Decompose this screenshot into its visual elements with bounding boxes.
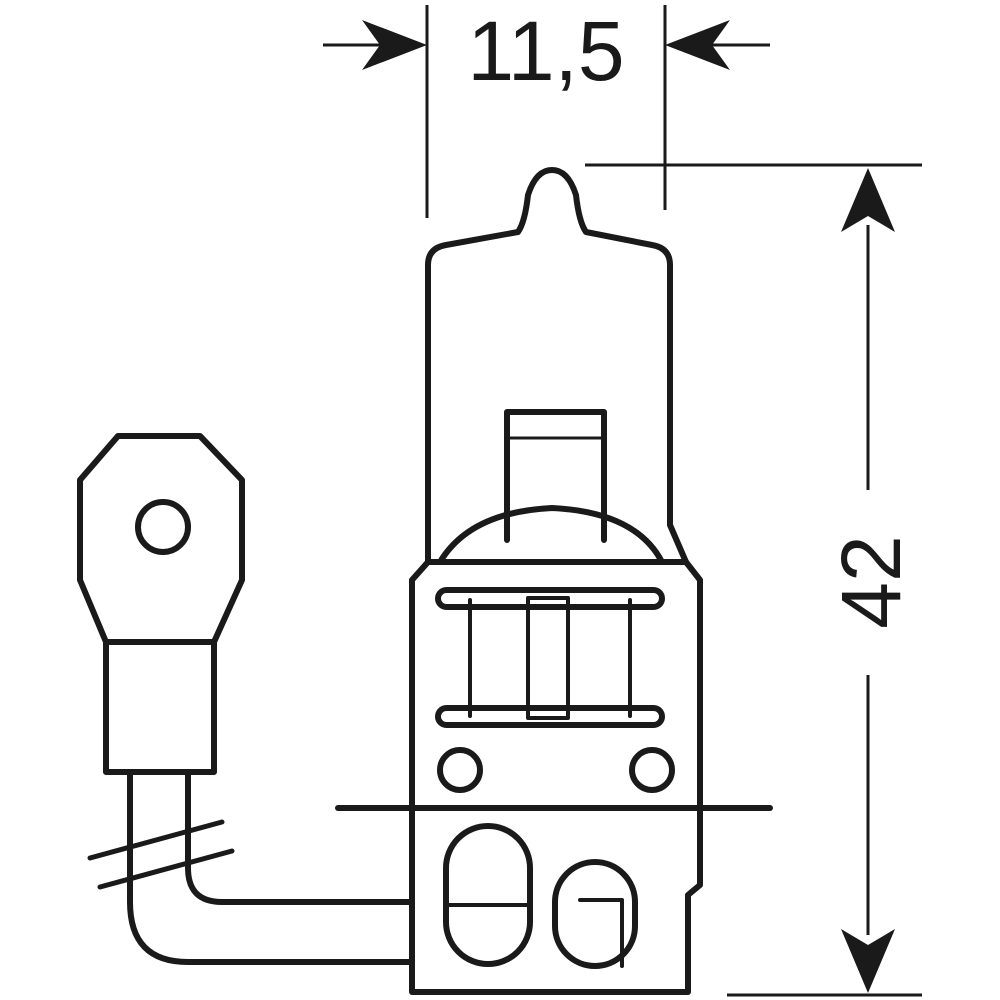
height-arrow-top-icon [841, 168, 895, 232]
terminal-hole [135, 499, 191, 555]
wire-cut-mark-upper [87, 819, 225, 861]
terminal-connector [77, 433, 245, 775]
pin-slot-small [552, 859, 638, 969]
base-mounting-hole-left [437, 747, 483, 793]
width-arrow-left-icon [362, 20, 427, 70]
height-dimension-label: 42 [824, 535, 918, 628]
lead-wire [127, 769, 415, 965]
reflector-dome [437, 505, 665, 565]
width-arrow-right-icon [665, 20, 730, 70]
pin-slot-large [443, 823, 533, 967]
pin-slot-small-contact [578, 898, 624, 968]
height-arrow-bottom-icon [841, 929, 895, 993]
base-clip-bottom [435, 705, 665, 728]
metal-base [409, 559, 703, 995]
height-dimension [585, 163, 922, 997]
width-dimension-label: 11,5 [467, 4, 624, 98]
base-clip-top [435, 587, 665, 610]
glass-bulb [425, 167, 689, 565]
wire-cut-mark-lower [97, 848, 235, 890]
filament-cap [504, 409, 607, 543]
filament-coil [526, 596, 570, 720]
base-mounting-hole-right [629, 747, 675, 793]
